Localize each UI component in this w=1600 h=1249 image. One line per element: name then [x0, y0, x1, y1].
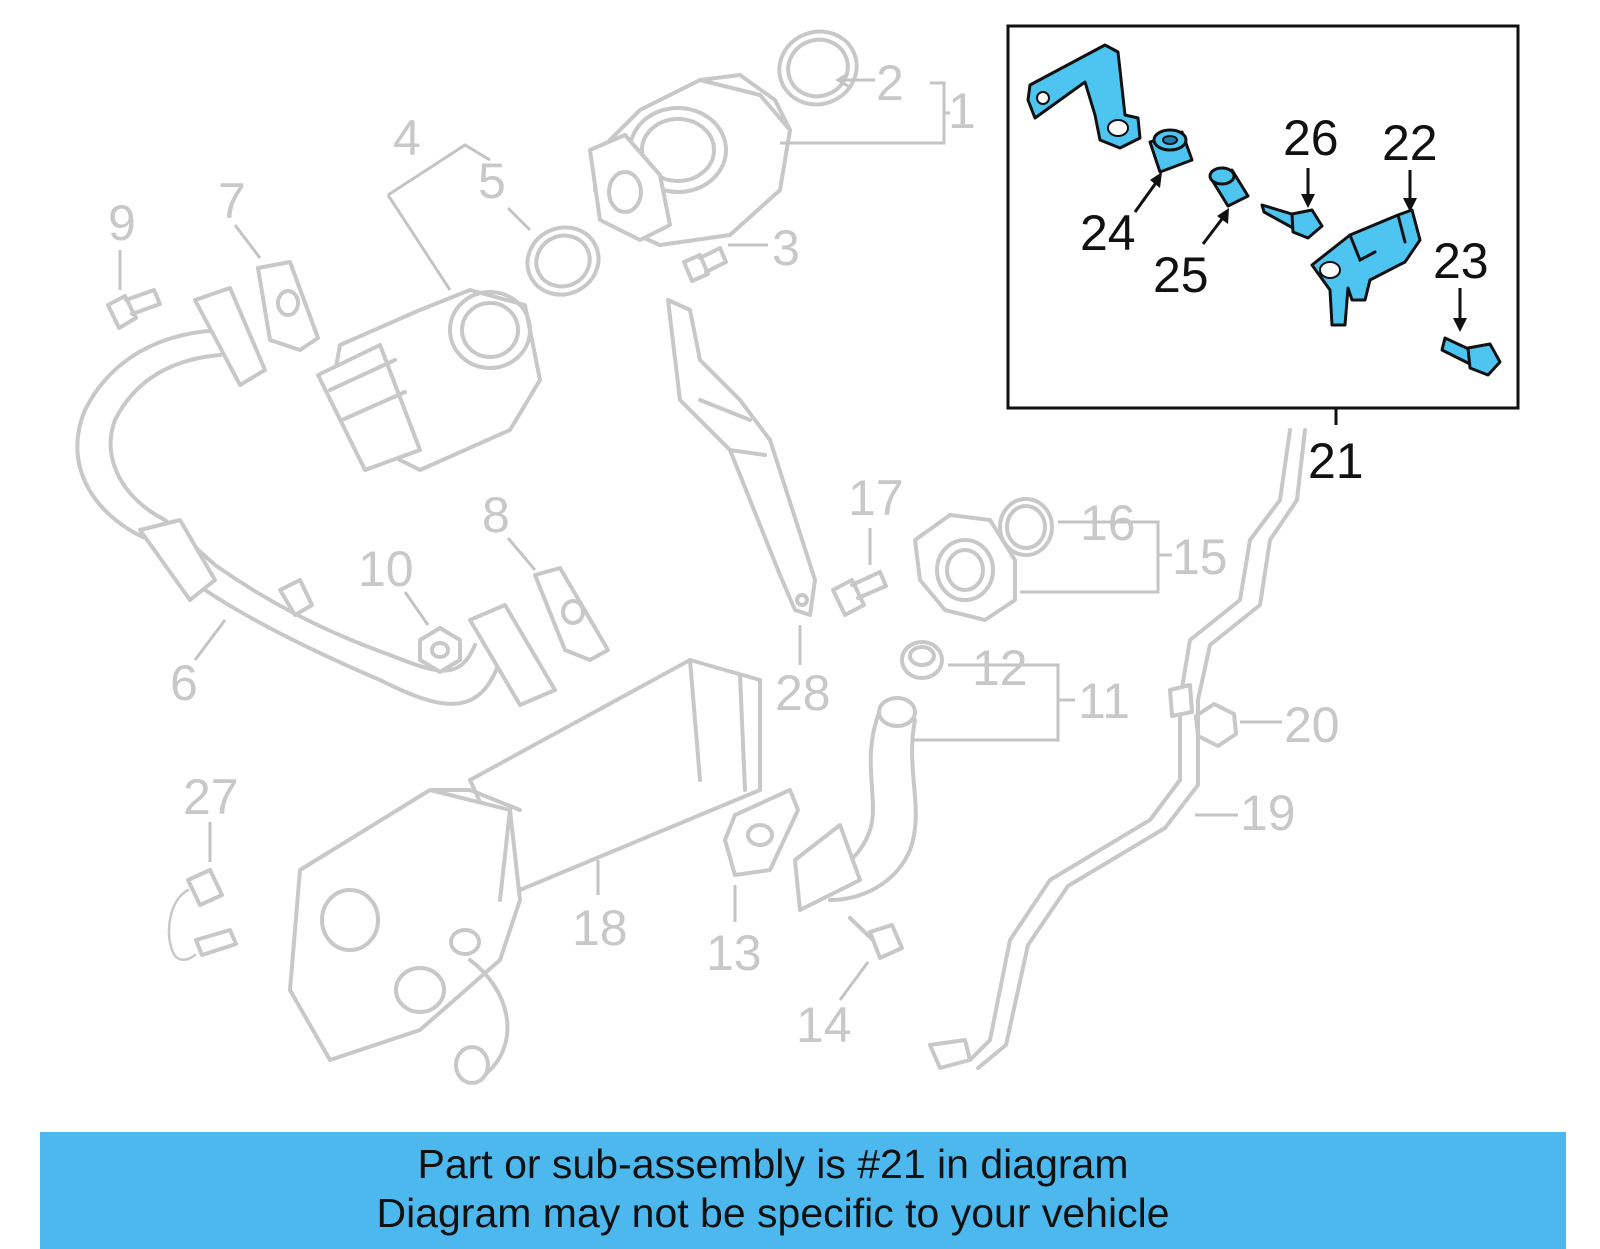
- callout-group-1: 1: [780, 81, 976, 145]
- callout-group-19: 19: [1195, 785, 1296, 841]
- callout-16: 16: [1080, 495, 1136, 551]
- callout-2: 2: [876, 55, 904, 111]
- callout-28: 28: [775, 665, 831, 721]
- callout-9: 9: [108, 195, 136, 251]
- callout-23: 23: [1433, 233, 1489, 289]
- callout-group-28: 28: [775, 625, 831, 721]
- callout-19: 19: [1240, 785, 1296, 841]
- callout-18: 18: [572, 900, 628, 956]
- callout-5: 5: [478, 153, 506, 209]
- callout-15: 15: [1172, 529, 1228, 585]
- callout-group-18: 18: [572, 860, 628, 956]
- banner-line-2: Diagram may not be specific to your vehi…: [376, 1190, 1170, 1236]
- bracket-part-21-piece: [1026, 43, 1142, 150]
- callout-group-17: 17: [848, 470, 904, 565]
- callout-27: 27: [183, 769, 239, 825]
- egr-pipe-part-6: [75, 286, 557, 707]
- sensor-part-22: [1310, 208, 1422, 327]
- callout-13: 13: [706, 925, 762, 981]
- bolt-part-3: [682, 246, 728, 283]
- callout-14: 14: [796, 997, 852, 1053]
- callout-7: 7: [218, 173, 246, 229]
- nut-part-20: [1194, 702, 1238, 748]
- callout-4: 4: [393, 110, 421, 166]
- callout-22: 22: [1382, 115, 1438, 171]
- o-ring-part-2: [777, 29, 859, 107]
- callout-group-14: 14: [796, 961, 870, 1053]
- pipe-part-19: [928, 428, 1307, 1070]
- bolt-part-9: [106, 288, 162, 330]
- callout-group-2: 2: [835, 55, 904, 111]
- callout-group-24: 24: [1080, 172, 1162, 261]
- callout-group-25: 25: [1153, 208, 1229, 303]
- callout-group-3: 3: [728, 220, 800, 276]
- info-banner: Part or sub-assembly is #21 in diagram D…: [40, 1132, 1566, 1249]
- callout-group-11: 11: [912, 663, 1130, 742]
- o-ring-part-16: [998, 497, 1054, 557]
- callout-8: 8: [482, 487, 510, 543]
- callout-group-27: 27: [183, 769, 239, 862]
- bushing-part-25: [1208, 166, 1250, 208]
- callout-12: 12: [972, 640, 1028, 696]
- callout-10: 10: [358, 541, 414, 597]
- gasket-part-7: [256, 260, 320, 352]
- grommet-part-24: [1148, 128, 1194, 174]
- callout-11: 11: [1078, 673, 1130, 729]
- callout-6: 6: [170, 655, 198, 711]
- callout-group-20: 20: [1240, 697, 1340, 753]
- callout-26: 26: [1283, 110, 1339, 166]
- grommet-part-12: [900, 640, 944, 680]
- assembly-21-box: [1006, 24, 1520, 410]
- callout-group-6: 6: [170, 619, 227, 711]
- callout-group-23: 23: [1433, 233, 1489, 332]
- o-ring-part-5: [525, 225, 601, 297]
- nut-part-10: [418, 626, 462, 674]
- bolt-part-26: [1260, 203, 1324, 240]
- callout-17: 17: [848, 470, 904, 526]
- callout-group-22: 22: [1382, 115, 1438, 212]
- callout-group-12: 12: [972, 640, 1028, 696]
- callout-group-10: 10: [358, 541, 430, 626]
- bolt-part-14: [848, 916, 904, 960]
- callout-group-4: 4: [386, 110, 491, 291]
- callout-3: 3: [772, 220, 800, 276]
- callout-20: 20: [1284, 697, 1340, 753]
- callout-25: 25: [1153, 247, 1209, 303]
- callout-group-8: 8: [482, 487, 537, 571]
- gasket-part-13: [723, 788, 800, 877]
- callout-21: 21: [1308, 433, 1364, 489]
- callout-group-13: 13: [706, 885, 762, 981]
- callout-group-16: 16: [1080, 495, 1136, 551]
- bracket-part-28: [666, 298, 817, 617]
- callout-group-15: 15: [1020, 520, 1228, 594]
- callout-1: 1: [948, 83, 976, 139]
- callout-group-26: 26: [1283, 110, 1339, 208]
- egr-cooler-part-18: [288, 658, 762, 1085]
- callout-group-21: 21: [1308, 408, 1364, 489]
- banner-line-1: Part or sub-assembly is #21 in diagram: [417, 1141, 1129, 1187]
- sensor-part-27: [167, 868, 238, 961]
- bolt-part-17: [831, 570, 888, 617]
- callout-group-7: 7: [218, 173, 262, 259]
- gasket-part-8: [533, 566, 610, 662]
- hose-part-11: [793, 696, 918, 912]
- egr-valve-part-1: [588, 73, 792, 247]
- callout-group-9: 9: [108, 195, 136, 290]
- callout-24: 24: [1080, 205, 1136, 261]
- throttle-housing-part-15: [913, 513, 1017, 622]
- callout-group-5: 5: [478, 153, 532, 232]
- egr-valve-part-4: [316, 288, 542, 472]
- bolt-part-23: [1440, 336, 1502, 377]
